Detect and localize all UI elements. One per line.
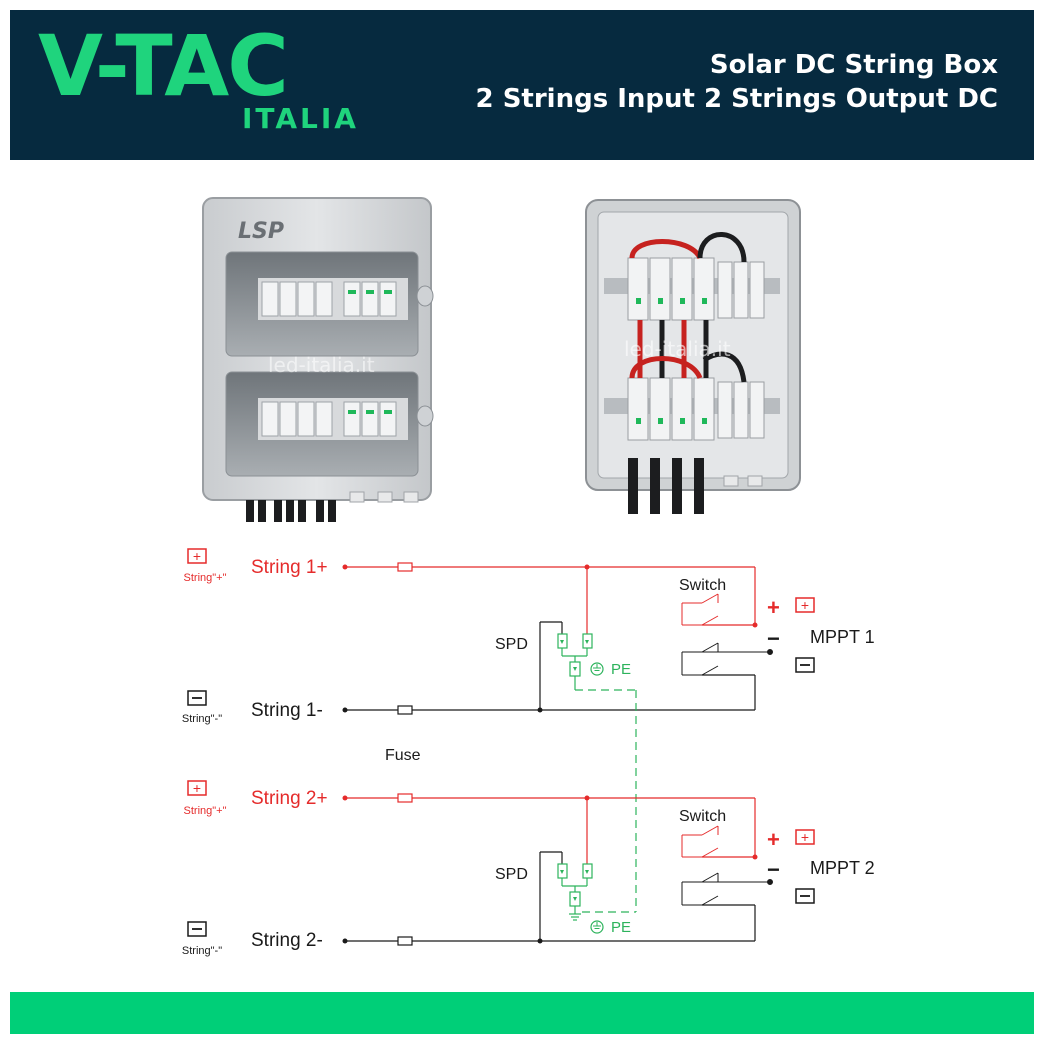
switch-label-2: Switch [679, 808, 726, 825]
positive-legend-box-1 [187, 548, 207, 564]
switch-1-negative [681, 642, 773, 676]
lsp-logo: LSP [238, 219, 284, 244]
enclosure-open-photo: led-italia.it [585, 199, 801, 514]
string-1-negative-label: String 1- [251, 700, 323, 721]
fuse-2-negative [397, 936, 413, 946]
title-line-1: Solar DC String Box [709, 50, 998, 80]
string-2-positive-label: String 2+ [251, 788, 328, 809]
positive-legend-label-1: String"+" [184, 572, 227, 584]
product-title: Solar DC String Box 2 Strings Input 2 St… [476, 48, 998, 116]
switch-2-positive [681, 825, 719, 858]
fuse-2-positive [397, 793, 413, 803]
earth-icon-2 [590, 920, 604, 934]
positive-legend-box-2 [187, 780, 207, 796]
header-banner: V-TAC ITALIA Solar DC String Box 2 Strin… [10, 10, 1034, 160]
switch-label-1: Switch [679, 577, 726, 594]
vtac-logo-sub: ITALIA [242, 102, 359, 135]
fuse-1-positive [397, 562, 413, 572]
vtac-logo: V-TAC [38, 17, 289, 115]
spd-label-2: SPD [495, 866, 528, 883]
mppt-1-plus: + [767, 595, 780, 620]
svg-text:+: + [801, 829, 809, 845]
title-line-2: 2 Strings Input 2 Strings Output DC [475, 84, 998, 114]
watermark-left: led-italia.it [268, 353, 375, 377]
circuit-string-1: + String"+" String 1+ String"-" String 1… [182, 548, 875, 725]
svg-text:+: + [801, 597, 809, 613]
enclosure-closed-photo: LSP led-italia.it [202, 197, 434, 522]
positive-legend-sign-1: + [193, 548, 201, 564]
negative-legend-label-2: String"-" [182, 945, 222, 957]
mppt-2-minus: − [767, 857, 780, 882]
fuse-1-negative [397, 705, 413, 715]
mppt-1-label: MPPT 1 [810, 627, 875, 647]
string-2-negative-label: String 2- [251, 930, 323, 951]
earth-icon-1 [590, 662, 604, 676]
switch-2-negative [681, 872, 773, 906]
string-1-positive-label: String 1+ [251, 557, 328, 578]
circuit-string-2: + String"+" String 2+ String"-" String 2… [182, 780, 875, 957]
negative-legend-label-1: String"-" [182, 713, 222, 725]
negative-legend-box-1 [187, 690, 207, 706]
mppt-2-plus: + [767, 827, 780, 852]
mppt-1-minus: − [767, 626, 780, 651]
pe-label-2: PE [611, 919, 631, 936]
footer-bar [10, 992, 1034, 1034]
pe-label-1: PE [611, 661, 631, 678]
negative-legend-box-2 [187, 921, 207, 937]
switch-1-positive [681, 593, 719, 626]
watermark-right: led-italia.it [624, 337, 731, 361]
mppt-2-label: MPPT 2 [810, 858, 875, 878]
fuse-label: Fuse [385, 747, 421, 764]
spd-label-1: SPD [495, 636, 528, 653]
positive-legend-label-2: String"+" [184, 805, 227, 817]
positive-legend-sign-2: + [193, 780, 201, 796]
